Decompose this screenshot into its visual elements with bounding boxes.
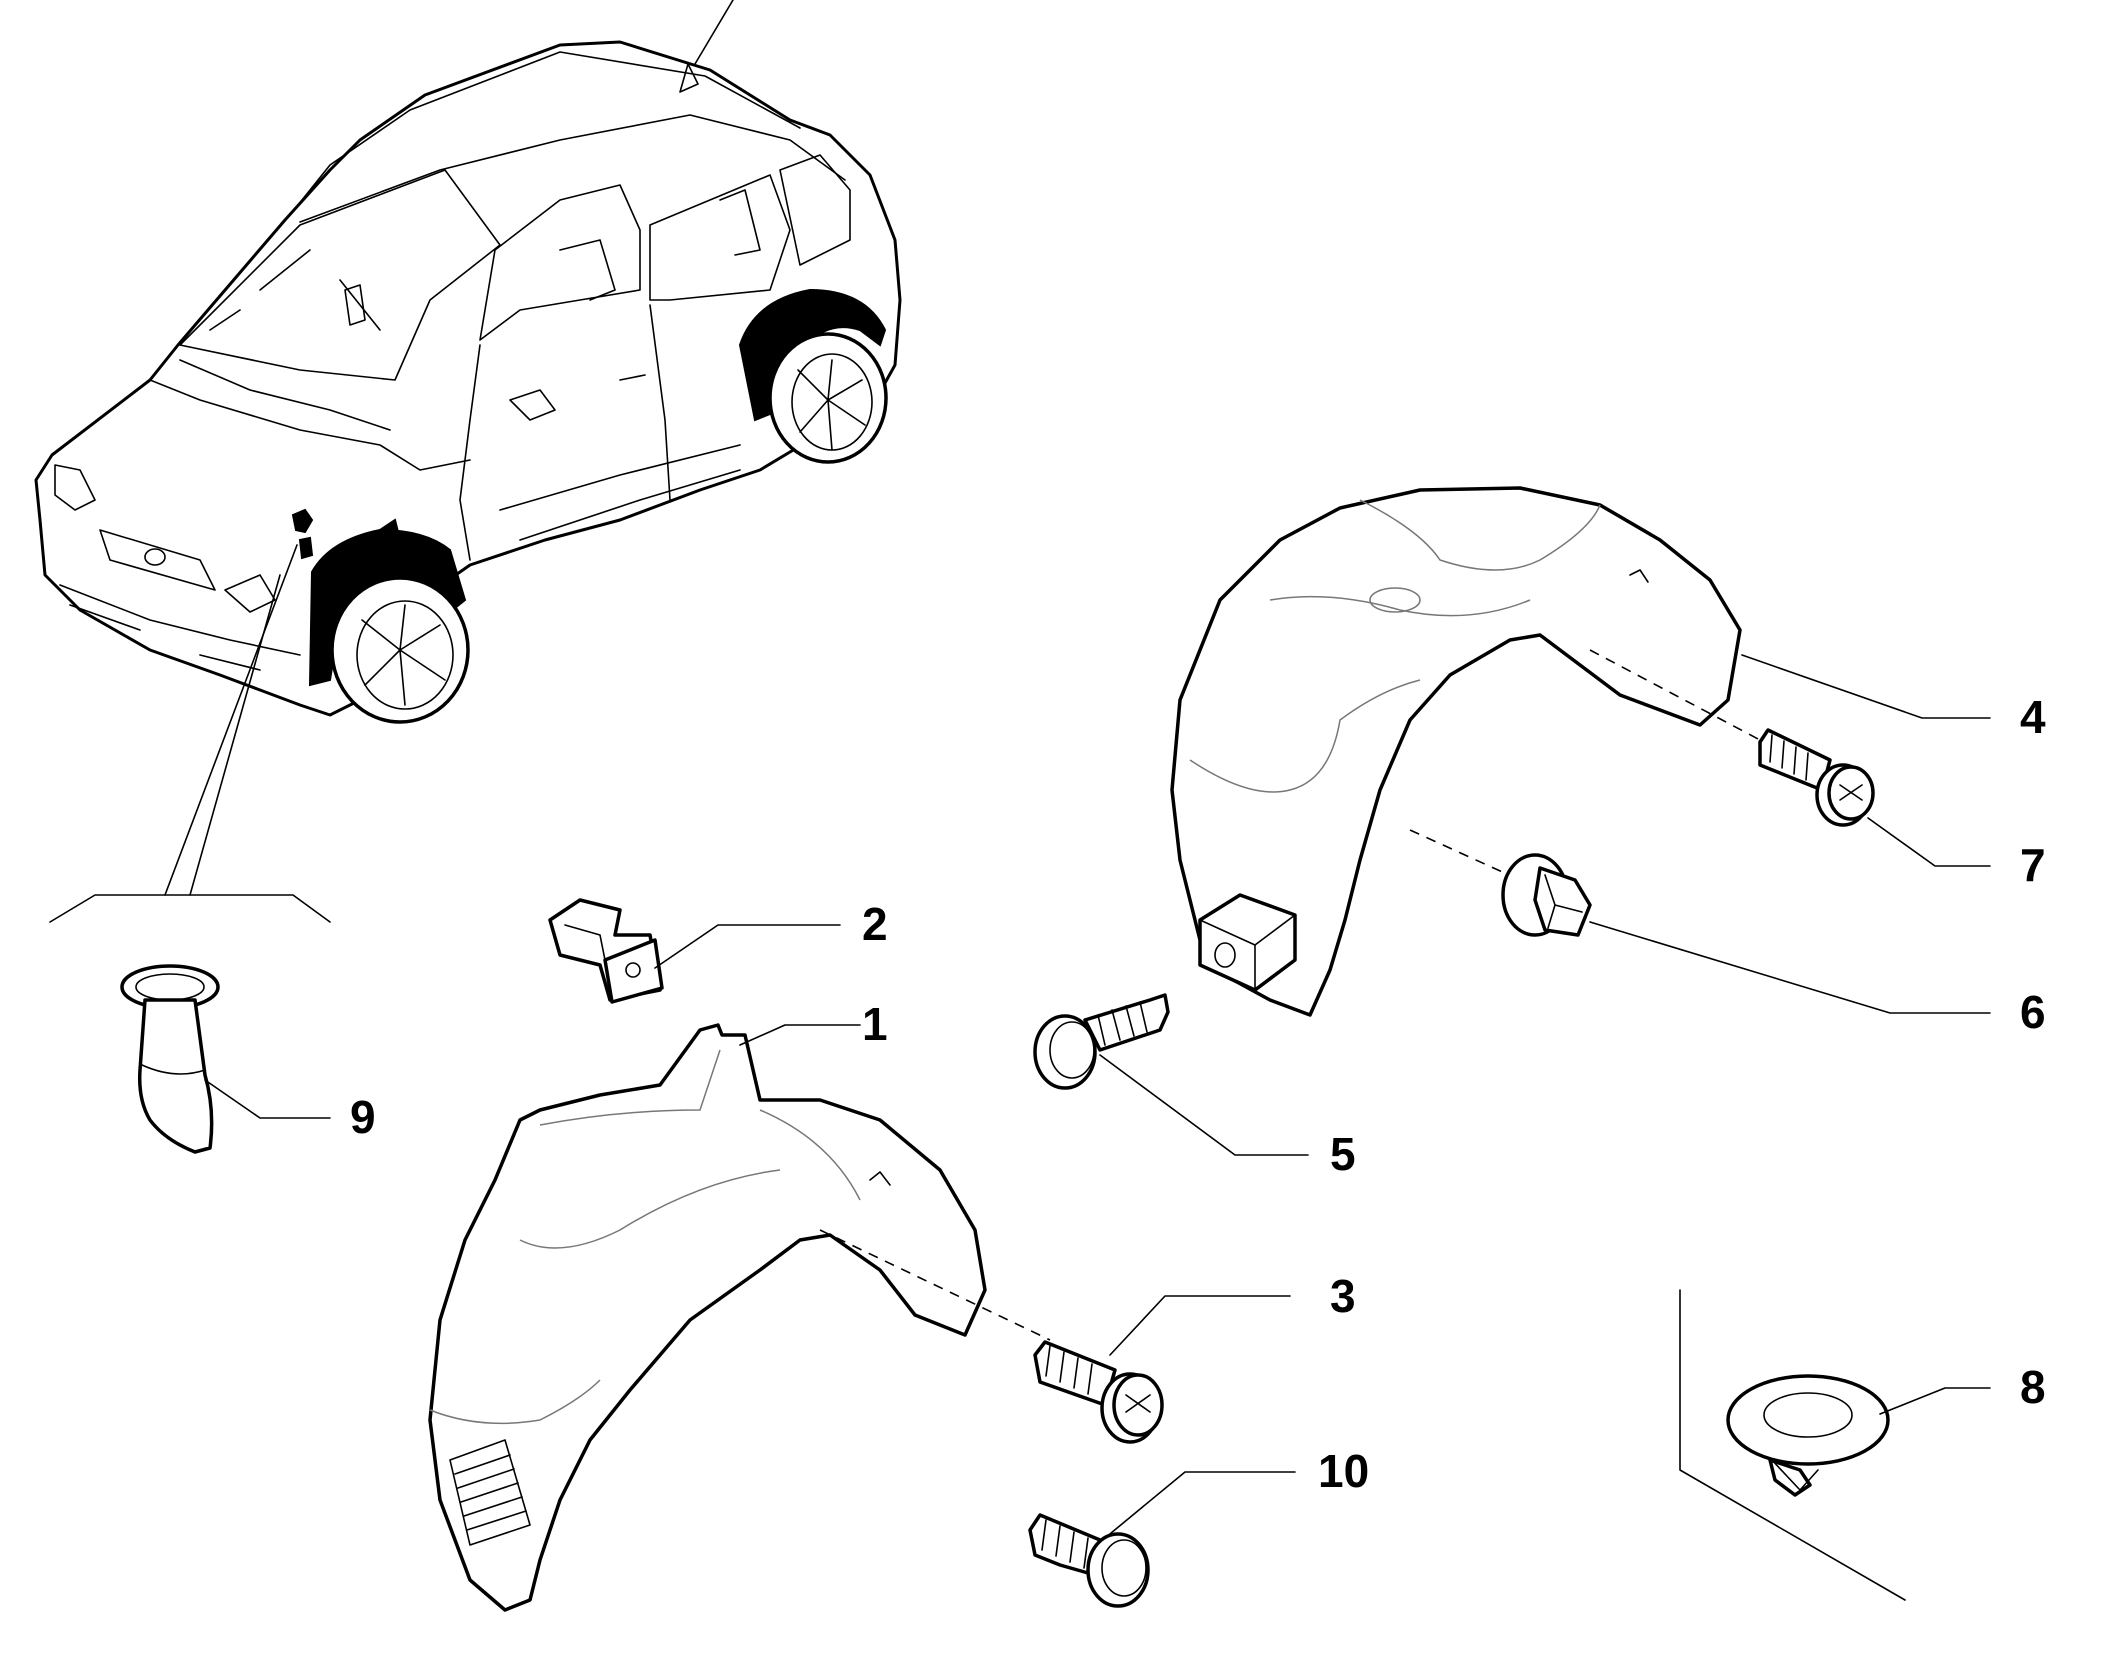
detail-bracket-9 (49, 894, 331, 923)
callout-3: 3 (1330, 1270, 1356, 1322)
part-4-rear-liner (1170, 486, 1761, 1017)
part-5-push-clip (1033, 993, 1170, 1090)
part-10-push-clip (1028, 1513, 1150, 1608)
leader-lines (204, 654, 1991, 1539)
part-1-front-liner (428, 1023, 1051, 1612)
part-3-screw (1033, 1340, 1164, 1444)
part-7-screw (1758, 728, 1875, 827)
part-8-plug (1679, 1289, 1906, 1601)
callout-4: 4 (2020, 691, 2046, 743)
callout-7: 7 (2020, 839, 2046, 891)
callout-10: 10 (1318, 1445, 1369, 1497)
car-illustration (34, 0, 902, 896)
part-2-clip (548, 898, 664, 1004)
callout-1: 1 (862, 998, 888, 1050)
callout-8: 8 (2020, 1361, 2046, 1413)
part-6-nut (1501, 853, 1592, 937)
callout-5: 5 (1330, 1128, 1356, 1180)
callout-6: 6 (2020, 986, 2046, 1038)
callout-2: 2 (862, 898, 888, 950)
part-9-grommet (120, 964, 220, 1154)
callout-9: 9 (350, 1091, 376, 1143)
callout-labels: 1 2 3 4 5 6 7 8 9 10 (350, 691, 2046, 1497)
